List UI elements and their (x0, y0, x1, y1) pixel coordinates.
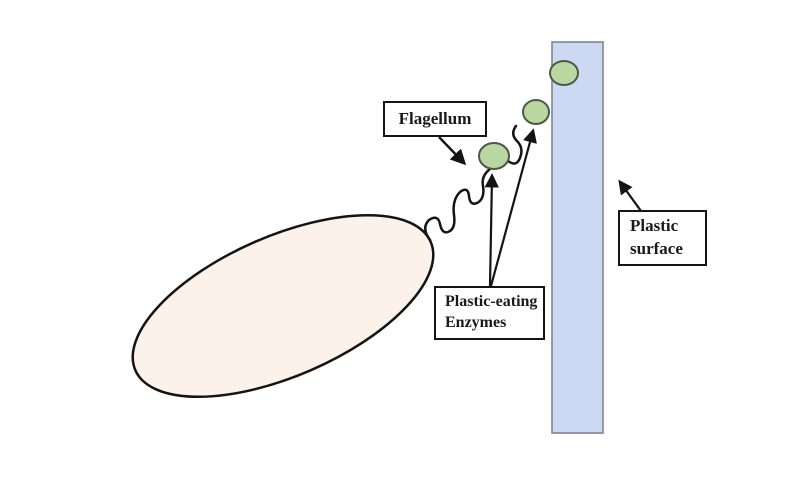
enzyme-trail-squiggle (505, 124, 523, 165)
arrow-enzyme-2 (489, 128, 537, 287)
flagellum-label-box: Flagellum (383, 101, 487, 137)
enzymes-label-line2: Enzymes (445, 314, 507, 331)
arrow-enzyme-1 (484, 173, 499, 287)
plastic-surface-rect (551, 41, 604, 434)
enzymes-label-box: Plastic-eating Enzymes (434, 286, 545, 340)
enzymes-label-line1: Plastic-eating (445, 293, 538, 311)
arrow-flagellum (438, 136, 467, 166)
flagellum-label-text: Flagellum (398, 109, 472, 128)
enzyme-circle-3 (549, 60, 579, 86)
plastic-surface-label-line1: Plastic (630, 216, 679, 236)
enzyme-circle-2 (522, 99, 550, 125)
flagellum-line (424, 167, 492, 242)
plastic-surface-label-box: Plastic surface (618, 210, 707, 266)
enzyme-circle-1 (478, 142, 510, 170)
plastic-surface-label-line2: surface (630, 239, 683, 258)
arrow-plastic-surface (618, 179, 642, 212)
bacterium-cell (131, 213, 435, 399)
